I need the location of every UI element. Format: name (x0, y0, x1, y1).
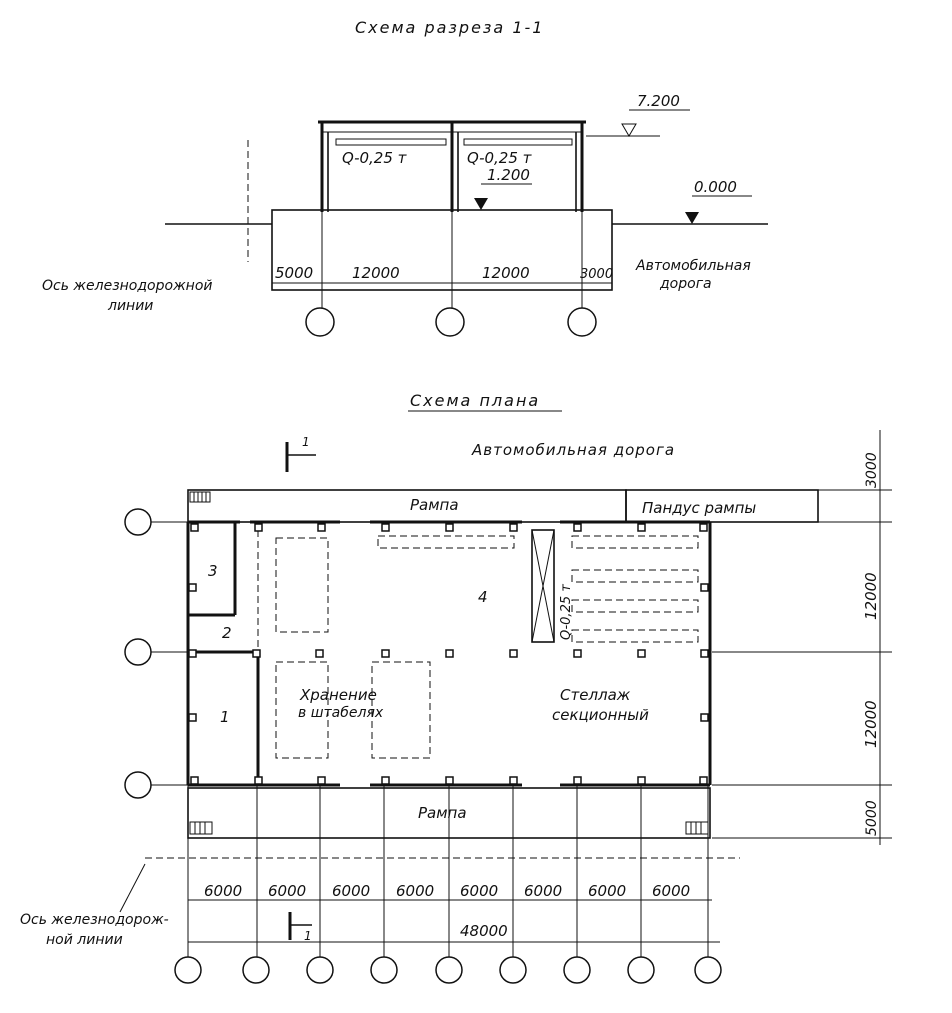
svg-text:Q-0,25 т: Q-0,25 т (559, 584, 574, 640)
stairs-bottom-right (685, 821, 709, 835)
right-dimensions: 3000 12000 12000 5000 (712, 430, 892, 845)
rack-label-1: Стеллаж (560, 686, 631, 704)
bay-dim-4: 6000 (396, 882, 434, 900)
stairs-top-left (189, 491, 211, 503)
plan-crane: Q-0,25 т (531, 529, 574, 643)
racks (377, 535, 699, 643)
bay-dim-5: 6000 (460, 882, 498, 900)
room-2-label: 2 (222, 624, 232, 642)
elevation-floor: 1.200 (474, 166, 532, 210)
side-dim-3: 12000 (862, 700, 880, 748)
plan-axis-circles-bottom (174, 956, 722, 984)
storage-label-1: Хранение (299, 686, 377, 704)
plan-axis-lines (187, 785, 709, 958)
room-1-label: 1 (220, 708, 230, 726)
ramp-top-label: Рампа (410, 496, 459, 514)
section-platform (271, 209, 613, 291)
plan-rail-label-1: Ось железнодорож- (20, 912, 169, 928)
svg-text:0.000: 0.000 (694, 178, 737, 196)
elevation-top: 7.200 (586, 92, 690, 137)
section-dim-3: 12000 (482, 264, 530, 282)
svg-text:1: 1 (302, 435, 310, 449)
side-dim-1: 3000 (864, 452, 880, 488)
plan-title: Схема плана (410, 391, 540, 410)
ramp-slope-label: Пандус рампы (642, 499, 756, 517)
section-mark-top: 1 (285, 435, 316, 472)
crane-label-left: Q-0,25 т (342, 149, 408, 167)
ramp-bottom-label: Рампа (418, 804, 467, 822)
room-3-label: 3 (208, 562, 218, 580)
section-view: Схема разреза 1-1 Q-0,25 т Q-0,25 т 7.20… (42, 18, 768, 337)
plan-road-label: Автомобильная дорога (471, 441, 675, 459)
rack-label-2: секционный (552, 706, 649, 724)
svg-text:7.200: 7.200 (637, 92, 680, 110)
section-axis-c (567, 307, 597, 337)
bay-dim-3: 6000 (332, 882, 370, 900)
section-mark-bottom: 1 (288, 912, 312, 943)
section-dim-4: 3000 (580, 267, 613, 282)
stairs-bottom-left (189, 821, 213, 835)
section-rail-label-1: Ось железнодорожной (42, 278, 213, 294)
bay-dim-1: 6000 (204, 882, 242, 900)
plan-axis-circles-left (124, 508, 188, 799)
section-rail-label-2: линии (107, 298, 153, 314)
top-ramp (187, 489, 627, 523)
section-road-label-2: дорога (659, 276, 712, 292)
crane-label-right: Q-0,25 т (467, 149, 533, 167)
section-dim-1: 5000 (275, 264, 313, 282)
elevation-ground: 0.000 (685, 178, 752, 224)
room-4-label: 4 (478, 588, 488, 606)
svg-text:1.200: 1.200 (487, 166, 530, 184)
plan-view: Схема плана Автомобильная дорога 1 Рампа… (20, 391, 892, 984)
section-dim-2: 12000 (352, 264, 400, 282)
side-dim-4: 5000 (864, 800, 880, 836)
bay-dim-7: 6000 (588, 882, 626, 900)
svg-text:1: 1 (304, 929, 312, 943)
bay-dim-8: 6000 (652, 882, 690, 900)
section-axis-a (305, 307, 335, 337)
bay-dim-2: 6000 (268, 882, 306, 900)
plan-rail-label-2: ной линии (46, 932, 123, 948)
plan-columns (188, 523, 709, 785)
building-walls (186, 520, 712, 787)
storage-stacks (275, 537, 431, 759)
storage-label-2: в штабелях (298, 705, 384, 721)
section-road-label-1: Автомобильная (635, 258, 751, 274)
side-dim-2: 12000 (862, 572, 880, 620)
section-title: Схема разреза 1-1 (355, 18, 544, 37)
total-dim: 48000 (460, 922, 508, 940)
section-axis-b (435, 307, 465, 337)
bay-dim-6: 6000 (524, 882, 562, 900)
